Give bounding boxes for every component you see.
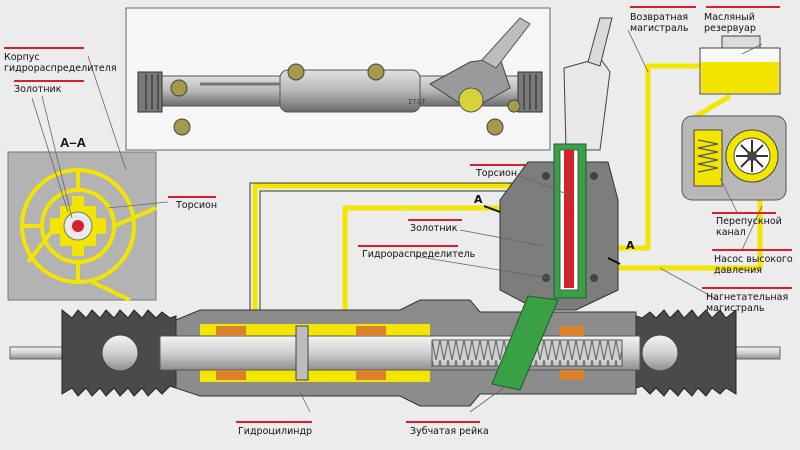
leader-underline [408,219,462,221]
label-reservoir: Масляный резервуар [704,12,756,34]
svg-text:ΣΤΑΤ: ΣΤΑΤ [408,98,426,106]
label-nagnet: Нагнетательная магистраль [706,292,789,314]
label-reika: Зубчатая рейка [410,426,489,437]
leader-underline [168,196,216,198]
leader-underline [406,421,480,423]
section-a-a-inset [7,151,157,302]
label-zolotnik-center: Золотник [410,223,458,234]
leader-underline [4,47,84,49]
leader-underline [470,164,526,166]
label-torsion-center: Торсион [476,168,518,179]
leader-lines [31,29,763,413]
leader-underline [630,6,696,8]
rack-housing [9,299,781,407]
high-pressure-pump [681,115,787,201]
leader-underline [14,80,84,82]
label-vozvrat: Возвратная магистраль [630,12,689,34]
section-marker-a-left: A [474,193,483,206]
section-marker-a-right: A [626,239,635,252]
label-gidroraspred: Гидрораспределитель [362,249,476,260]
leader-underline [706,6,780,8]
label-torsion-left: Торсион [176,200,218,211]
label-nasos: Насос высокого давления [714,254,793,276]
label-korpus: Корпус гидрораспределителя [4,52,117,74]
leader-underline [702,287,792,289]
leader-underline [236,421,312,423]
label-gidrocil: Гидроцилиндр [238,426,313,437]
oil-reservoir [699,35,781,95]
section-title: А–А [60,135,87,150]
leader-underline [358,245,458,247]
leader-underline [712,212,776,214]
section-markers [483,205,621,265]
top-assembly-view: ΣΤΑΤ [125,7,551,151]
leader-underline [712,249,792,251]
label-pereposk: Перепускной канал [716,216,782,238]
distributor-valve [491,17,619,391]
label-zolotnik-left: Золотник [14,84,62,95]
